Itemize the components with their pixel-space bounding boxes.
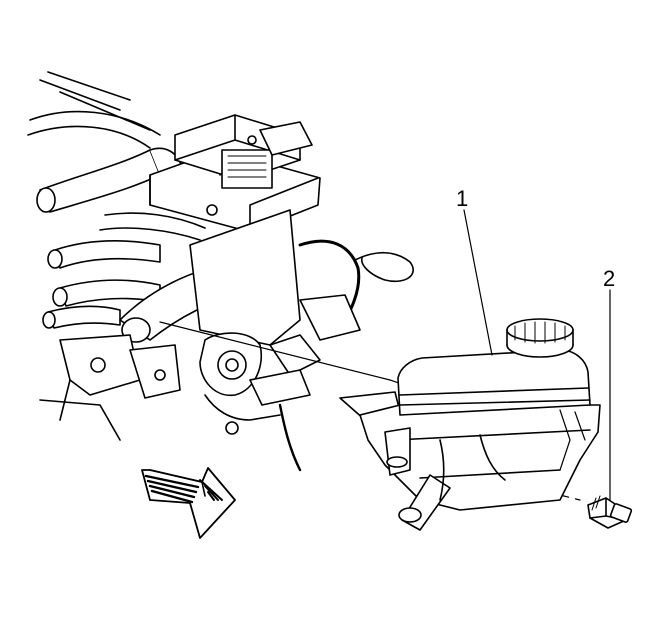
leader-line-1 [463, 209, 493, 356]
control-module [149, 114, 321, 233]
heater-hoses [42, 212, 206, 329]
lower-brackets [39, 334, 181, 441]
callout-label-1: 1 [456, 186, 469, 211]
wiring-harness [249, 239, 414, 472]
engine-assembly [27, 71, 414, 472]
front-arrow-icon [141, 467, 236, 539]
engine-front [189, 209, 301, 435]
reservoir-cap [506, 318, 574, 358]
retaining-bolt [587, 495, 633, 529]
callout-label-2: 2 [603, 266, 616, 291]
leader-lines [463, 209, 611, 501]
coolant-reservoir [339, 318, 601, 531]
reservoir-outlets [384, 427, 506, 531]
